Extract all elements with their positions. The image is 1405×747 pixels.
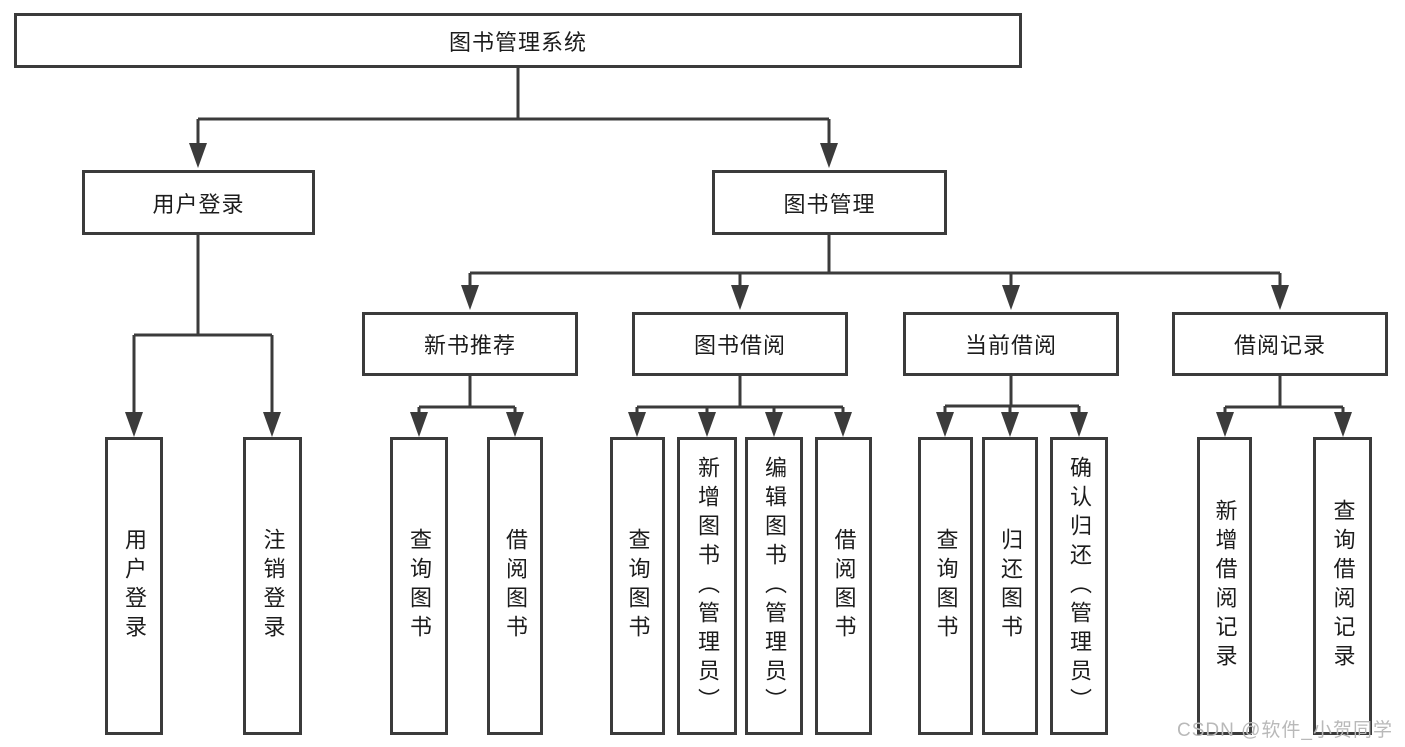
leaf-current-confirm-return-admin: 确认归还（管理员） [1050,437,1108,735]
section-current-borrow: 当前借阅 [903,312,1119,376]
leaf-borrow-borrow-books: 借阅图书 [815,437,872,735]
branch-book-management: 图书管理 [712,170,947,235]
leaf-current-query-books-label: 查询图书 [933,528,959,644]
leaf-current-confirm-return-admin-label: 确认归还（管理员） [1067,455,1092,717]
leaf-current-query-books: 查询图书 [918,437,973,735]
csdn-watermark: CSDN @软件_小贺同学 [1177,720,1393,741]
leaf-borrow-edit-books-admin-label: 编辑图书（管理员） [762,455,787,717]
section-borrow-records: 借阅记录 [1172,312,1388,376]
leaf-user-login-label: 用户登录 [122,528,147,644]
leaf-borrow-borrow-books-label: 借阅图书 [831,528,857,644]
leaf-current-return-books: 归还图书 [982,437,1038,735]
leaf-newbook-query-books-label: 查询图书 [407,528,432,644]
section-new-book-recommend: 新书推荐 [362,312,578,376]
leaf-newbook-query-books: 查询图书 [390,437,448,735]
leaf-borrow-add-books-admin-label: 新增图书（管理员） [695,455,720,717]
leaf-record-add-label: 新增借阅记录 [1212,499,1238,673]
section-book-borrow: 图书借阅 [632,312,848,376]
leaf-logout: 注销登录 [243,437,302,735]
leaf-borrow-query-books-label: 查询图书 [625,528,651,644]
leaf-logout-label: 注销登录 [260,528,286,644]
branch-user-login: 用户登录 [82,170,315,235]
leaf-newbook-borrow-books-label: 借阅图书 [503,528,528,644]
leaf-borrow-add-books-admin: 新增图书（管理员） [677,437,737,735]
leaf-record-query-label: 查询借阅记录 [1330,499,1356,673]
root-node: 图书管理系统 [14,13,1022,68]
leaf-newbook-borrow-books: 借阅图书 [487,437,543,735]
leaf-record-query: 查询借阅记录 [1313,437,1372,735]
leaf-current-return-books-label: 归还图书 [998,528,1023,644]
leaf-borrow-query-books: 查询图书 [610,437,665,735]
leaf-user-login: 用户登录 [105,437,163,735]
leaf-borrow-edit-books-admin: 编辑图书（管理员） [745,437,803,735]
leaf-record-add: 新增借阅记录 [1197,437,1252,735]
